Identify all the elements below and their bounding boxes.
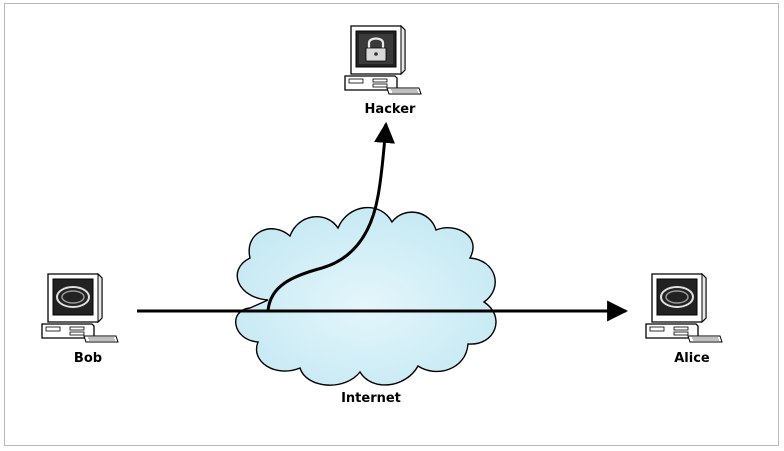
intercept-arrow: [266, 121, 396, 312]
bob-computer: [41, 273, 119, 343]
ellipse-logo: [56, 286, 90, 308]
hacker-label: Hacker: [365, 102, 416, 117]
alice-computer: [645, 273, 723, 343]
internet-cloud: [235, 206, 497, 386]
hacker-computer: [344, 25, 422, 95]
bob-label: Bob: [74, 351, 102, 366]
alice-label: Alice: [674, 351, 710, 366]
internet-label: Internet: [341, 391, 401, 406]
ellipse-logo: [660, 286, 694, 308]
padlock-icon: [359, 34, 393, 64]
